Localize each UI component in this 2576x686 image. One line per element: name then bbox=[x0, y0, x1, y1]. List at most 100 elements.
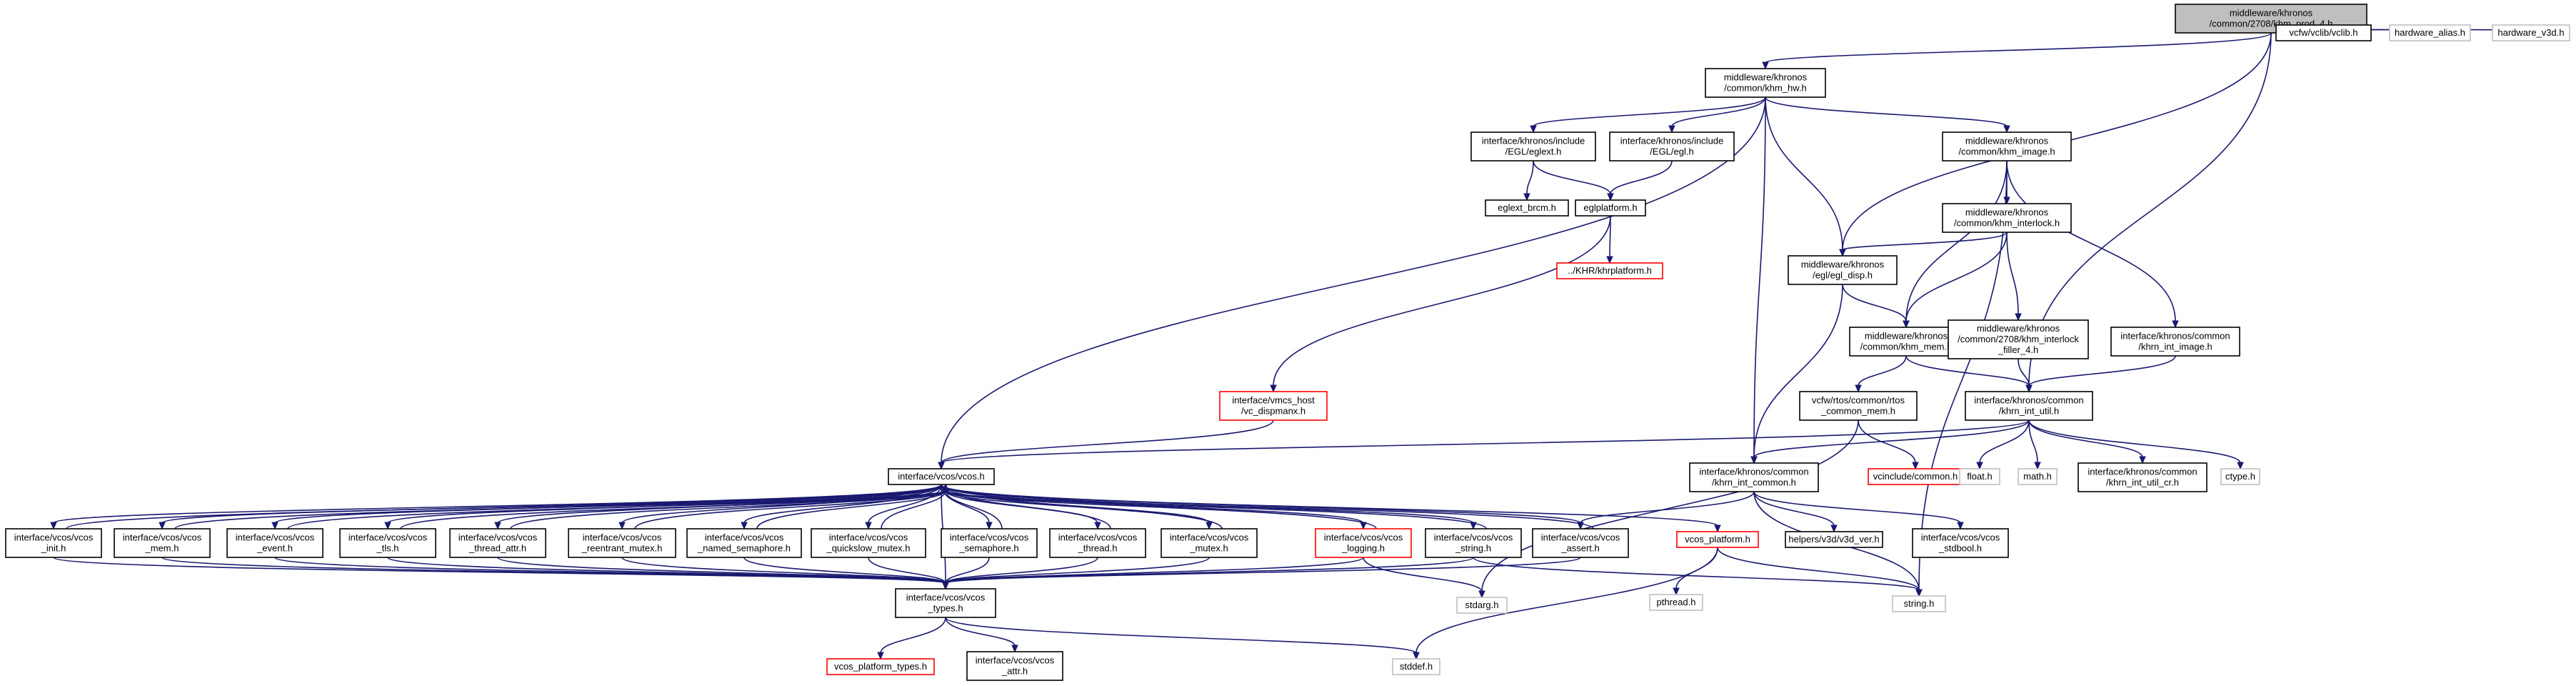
node-khrn-int-image[interactable]: interface/khronos/common/khrn_int_image.… bbox=[2110, 327, 2240, 357]
edge-arrowhead bbox=[938, 462, 945, 470]
edge-rtos-common-mem-to-vcinclude-common bbox=[1858, 419, 1919, 470]
node-vcos-thread-attr[interactable]: interface/vcos/vcos_thread_attr.h bbox=[449, 528, 546, 558]
node-egl-disp[interactable]: middleware/khronos/egl/egl_disp.h bbox=[1788, 255, 1898, 285]
node-khm-interlock[interactable]: middleware/khronos/common/khm_interlock.… bbox=[1942, 203, 2072, 233]
node-vclib[interactable]: vcfw/vclib/vclib.h bbox=[2275, 24, 2372, 41]
edge-arrowhead bbox=[1839, 249, 1846, 257]
node-vcos[interactable]: interface/vcos/vcos.h bbox=[888, 468, 995, 485]
node-khrn-int-util[interactable]: interface/khronos/common/khrn_int_util.h bbox=[1965, 391, 2093, 421]
node-eglext[interactable]: interface/khronos/include/EGL/eglext.h bbox=[1470, 131, 1596, 161]
node-vcos-tls[interactable]: interface/vcos/vcos_tls.h bbox=[339, 528, 436, 558]
edge-khm-interlock-to-egl-disp bbox=[1839, 232, 2008, 257]
node-stdarg[interactable]: stdarg.h bbox=[1456, 597, 1508, 614]
edge-line bbox=[881, 489, 946, 530]
node-label: interface/khronos/common bbox=[2120, 331, 2230, 342]
node-khrn-int-util-cr[interactable]: interface/khronos/common/khrn_int_util_c… bbox=[2078, 462, 2207, 492]
edge-line bbox=[941, 484, 1364, 524]
node-vcos-types[interactable]: interface/vcos/vcos_types.h bbox=[895, 588, 996, 618]
edge-khrn-int-image-to-khrn-int-util bbox=[2025, 355, 2176, 393]
node-label: _string.h bbox=[1455, 543, 1491, 554]
edge-eglext-to-eglext-brcm bbox=[1523, 160, 1534, 202]
edge-vcos-logging-to-vcos-types bbox=[942, 557, 1364, 590]
node-label: _assert.h bbox=[1560, 543, 1599, 554]
node-vcos-quickslow-mutex[interactable]: interface/vcos/vcos_quickslow_mutex.h bbox=[811, 528, 926, 558]
edge-arrowhead bbox=[1957, 522, 1964, 530]
node-label: math.h bbox=[2023, 471, 2052, 482]
node-box bbox=[1161, 528, 1258, 558]
node-vcos-string[interactable]: interface/vcos/vcos_string.h bbox=[1425, 528, 1522, 558]
node-interlock-filler[interactable]: middleware/khronos/common/2708/khm_inter… bbox=[1948, 319, 2089, 359]
node-khm-image[interactable]: middleware/khronos/common/khm_image.h bbox=[1942, 131, 2072, 161]
node-vcos-mem[interactable]: interface/vcos/vcos_mem.h bbox=[114, 528, 211, 558]
node-vcos-mutex[interactable]: interface/vcos/vcos_mutex.h bbox=[1161, 528, 1258, 558]
node-khm-mem[interactable]: middleware/khronos/common/khm_mem.h bbox=[1849, 327, 1963, 357]
node-box bbox=[1425, 528, 1522, 558]
node-stddef[interactable]: stddef.h bbox=[1392, 658, 1440, 675]
node-vcos-named-semaphore[interactable]: interface/vcos/vcos_named_semaphore.h bbox=[686, 528, 802, 558]
node-vcos-init[interactable]: interface/vcos/vcos_init.h bbox=[5, 528, 102, 558]
edge-line bbox=[1675, 547, 1718, 590]
node-label: _reentrant_mutex.h bbox=[581, 543, 663, 554]
edge-line bbox=[1753, 491, 1961, 524]
node-eglext-brcm[interactable]: eglext_brcm.h bbox=[1485, 199, 1569, 217]
node-eglplatform[interactable]: eglplatform.h bbox=[1575, 199, 1646, 217]
node-vcos-assert[interactable]: interface/vcos/vcos_assert.h bbox=[1532, 528, 1629, 558]
node-label: /khrn_int_common.h bbox=[1712, 477, 1796, 488]
node-rtos-common-mem[interactable]: vcfw/rtos/common/rtos_common_mem.h bbox=[1799, 391, 1918, 421]
node-ctype[interactable]: ctype.h bbox=[2220, 468, 2260, 485]
node-label: /common/khm_mem.h bbox=[1860, 342, 1953, 352]
node-box bbox=[1942, 131, 2072, 161]
node-label: /common/khm_interlock.h bbox=[1954, 218, 2060, 229]
node-vcinclude-common[interactable]: vcinclude/common.h bbox=[1868, 468, 1963, 485]
node-vcos-attr[interactable]: interface/vcos/vcos_attr.h bbox=[966, 651, 1063, 681]
node-vcos-stdbool[interactable]: interface/vcos/vcos_stdbool.h bbox=[1912, 528, 2009, 558]
node-box bbox=[1470, 131, 1596, 161]
node-v3d-ver[interactable]: helpers/v3d/v3d_ver.h bbox=[1785, 531, 1883, 548]
node-khrplatform[interactable]: ../KHR/khrplatform.h bbox=[1556, 262, 1663, 279]
edge-line bbox=[1905, 160, 2008, 322]
node-pthread[interactable]: pthread.h bbox=[1649, 594, 1703, 611]
node-hardware-v3d[interactable]: hardware_v3d.h bbox=[2492, 24, 2570, 41]
edge-line bbox=[621, 557, 946, 584]
node-vcos-event[interactable]: interface/vcos/vcos_event.h bbox=[226, 528, 324, 558]
edge-vcos-types-to-vcos-platform-types bbox=[877, 617, 946, 660]
edge-line bbox=[1905, 232, 2008, 322]
node-box bbox=[1575, 199, 1646, 217]
node-box bbox=[2492, 24, 2570, 41]
node-label: /EGL/egl.h bbox=[1650, 146, 1693, 157]
node-string[interactable]: string.h bbox=[1892, 595, 1946, 612]
node-label: middleware/khronos bbox=[2230, 8, 2313, 19]
edge-khm-hw-to-khm-image bbox=[1765, 96, 2010, 134]
edge-line bbox=[1533, 160, 1611, 195]
node-label: _filler_4.h bbox=[1998, 344, 2038, 355]
node-box bbox=[1392, 658, 1440, 675]
node-vc-dispmanx[interactable]: interface/vmcs_host/vc_dispmanx.h bbox=[1219, 391, 1328, 421]
node-vcos-logging[interactable]: interface/vcos/vcos_logging.h bbox=[1315, 528, 1412, 558]
edge-khrn-int-common-to-vcos-stdbool bbox=[1753, 491, 1964, 530]
edge-line bbox=[510, 489, 946, 530]
node-label: interface/vcos/vcos bbox=[1434, 532, 1513, 543]
edge-line bbox=[1481, 419, 1859, 592]
node-math[interactable]: math.h bbox=[2018, 468, 2058, 485]
edge-arrowhead bbox=[1915, 589, 1923, 597]
edge-arrowhead bbox=[1830, 525, 1838, 533]
node-hardware-alias[interactable]: hardware_alias.h bbox=[2389, 24, 2471, 41]
node-box bbox=[1556, 262, 1663, 279]
node-label: _logging.h bbox=[1341, 543, 1385, 554]
edge-line bbox=[941, 419, 2030, 464]
node-vcos-semaphore[interactable]: interface/vcos/vcos_semaphore.h bbox=[941, 528, 1038, 558]
node-float[interactable]: float.h bbox=[1959, 468, 2000, 485]
node-khm-hw[interactable]: middleware/khronos/common/khm_hw.h bbox=[1705, 68, 1826, 98]
node-vcos-platform-types[interactable]: vcos_platform_types.h bbox=[826, 658, 935, 675]
edge-khm-hw-to-eglext bbox=[1530, 96, 1766, 134]
edge-khrn-int-util-to-khrn-int-util-cr bbox=[2028, 419, 2146, 464]
node-vcos-reentrant-mutex[interactable]: interface/vcos/vcos_reentrant_mutex.h bbox=[568, 528, 676, 558]
node-vcos-thread[interactable]: interface/vcos/vcos_thread.h bbox=[1049, 528, 1146, 558]
node-box bbox=[1912, 528, 2009, 558]
node-khrn-int-common[interactable]: interface/khronos/common/khrn_int_common… bbox=[1689, 462, 1819, 492]
header-file-nodes: middleware/khronos/common/2708/khm_prod_… bbox=[5, 4, 2570, 681]
node-vcos-platform[interactable]: vcos_platform.h bbox=[1676, 531, 1759, 548]
edge-khm-mem-to-rtos-common-mem bbox=[1855, 355, 1907, 393]
node-egl[interactable]: interface/khronos/include/EGL/egl.h bbox=[1609, 131, 1735, 161]
